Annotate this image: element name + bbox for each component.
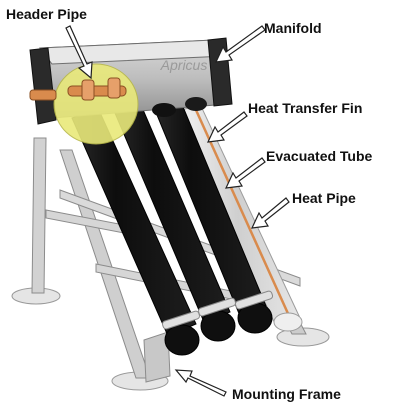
label-manifold: Manifold [264,20,322,36]
arrow-evacuated-tube [224,157,266,189]
label-heat-pipe: Heat Pipe [292,190,356,206]
arrow-heat-transfer-fin [206,111,248,143]
label-header-pipe: Header Pipe [6,6,87,22]
arrow-manifold [214,25,266,63]
manifold-brand: Apricus [160,57,208,73]
header-pipe-stub [29,89,57,101]
callout-arrows [65,25,290,397]
arrow-heat-pipe [250,197,290,229]
label-heat-transfer-fin: Heat Transfer Fin [248,100,363,116]
arrow-mounting-frame [174,369,227,397]
arrow-header-pipe [65,25,93,80]
label-mounting-frame: Mounting Frame [232,386,341,402]
heat-pipe-rod [194,109,292,319]
evacuated-tubes [71,89,274,356]
label-evacuated-tube: Evacuated Tube [266,148,373,164]
header-pipe-cutaway [29,63,139,145]
